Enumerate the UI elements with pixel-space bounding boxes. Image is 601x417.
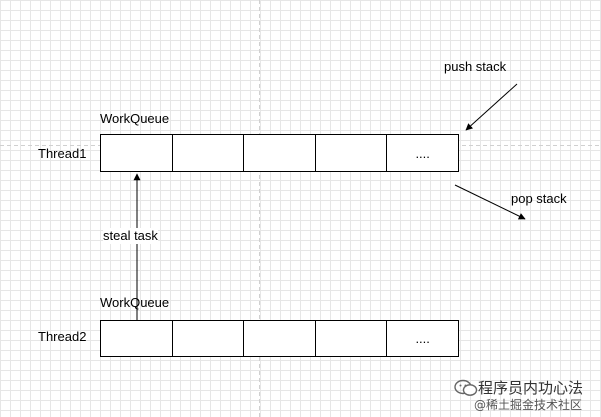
thread2-queue-label: WorkQueue	[100, 295, 170, 310]
queue-cell-ellipsis: ....	[415, 145, 430, 161]
queue-cell	[101, 321, 173, 356]
queue-cell	[173, 135, 245, 171]
pop-stack-label: pop stack	[511, 191, 567, 206]
thread1-label: Thread1	[38, 146, 87, 161]
queue-cell-ellipsis: ....	[415, 331, 430, 346]
thread2-work-queue: ....	[100, 320, 459, 357]
queue-cell	[316, 135, 388, 171]
queue-cell	[101, 135, 173, 171]
push-stack-arrow	[465, 83, 518, 131]
watermark-title: 程序员内功心法	[478, 379, 584, 397]
wechat-icon	[454, 379, 478, 396]
thread1-queue-label: WorkQueue	[100, 111, 170, 126]
pop-stack-arrow	[454, 184, 526, 220]
watermark-subtitle: @稀土掘金技术社区	[474, 398, 583, 412]
queue-cell	[244, 321, 316, 356]
queue-cell	[316, 321, 388, 356]
watermark: 程序员内功心法 @稀土掘金技术社区	[450, 376, 598, 414]
thread2-label: Thread2	[38, 329, 87, 344]
push-stack-label: push stack	[444, 59, 507, 74]
queue-cell	[173, 321, 245, 356]
thread1-work-queue: ....	[100, 134, 459, 172]
queue-cell	[244, 135, 316, 171]
steal-task-label: steal task	[103, 228, 158, 244]
